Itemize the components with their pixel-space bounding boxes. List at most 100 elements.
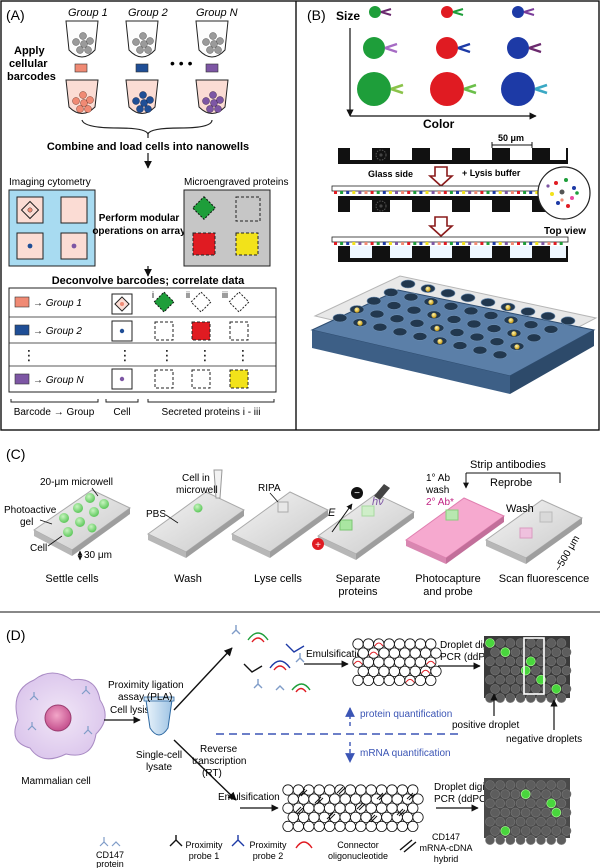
step-wash: Wash	[174, 573, 202, 585]
negative-droplet	[541, 684, 551, 694]
microwell	[460, 293, 476, 303]
deconvolve-text: Deconvolve barcodes; correlate data	[52, 275, 245, 287]
negative-droplet	[520, 647, 531, 657]
microwell	[526, 333, 542, 343]
down-arrow-1	[427, 166, 455, 188]
microwell	[483, 311, 499, 320]
emuls-bottom-label: Emulsification	[218, 792, 280, 803]
ddpcr-bot-line1: Droplet digital	[434, 782, 495, 793]
droplet	[378, 647, 390, 659]
barcode-stripe	[407, 191, 411, 194]
negative-droplet	[546, 780, 557, 790]
droplet	[303, 820, 315, 833]
droplet	[386, 784, 398, 796]
row-1-label: → Group 1	[33, 298, 82, 309]
droplet	[412, 811, 424, 823]
hybrid-marker	[370, 815, 378, 823]
bead	[425, 286, 431, 292]
barcode-stripe	[407, 242, 411, 245]
panel-c: (C) 20-μm microwell Photoactive gel Cell…	[4, 446, 589, 598]
pla-complexes	[231, 625, 311, 693]
down-arrow-2	[427, 216, 455, 238]
barcode-stripe	[486, 191, 490, 194]
droplet	[292, 820, 304, 833]
droplet-marker	[374, 642, 384, 647]
mrna-quant-label: mRNA quantification	[360, 748, 451, 759]
rt-line1: Reverse	[200, 744, 238, 755]
barcode-stripe	[346, 191, 350, 194]
droplet	[414, 638, 426, 650]
negative-droplet	[510, 665, 521, 676]
ellipsis-dots: • • •	[170, 55, 193, 71]
negative-droplet	[515, 656, 526, 667]
barcode-stripe	[462, 242, 466, 245]
barcode-stripe	[419, 191, 423, 194]
barcode-stripe	[535, 242, 539, 245]
negative-droplet	[531, 789, 541, 799]
barcode-stripe	[443, 242, 447, 245]
droplet	[323, 784, 336, 796]
droplet	[425, 674, 437, 687]
negative-droplet	[495, 656, 506, 667]
glass-slide-2	[331, 236, 569, 262]
barcode-stripe	[486, 242, 490, 245]
barcode-stripe	[340, 242, 344, 245]
color-axis-label: Color	[423, 117, 455, 131]
negative-droplet	[556, 638, 567, 648]
hybrid-marker	[314, 796, 322, 804]
negative-droplet	[546, 638, 557, 648]
droplet	[362, 656, 374, 668]
droplet	[388, 665, 400, 677]
hybrid-marker	[300, 789, 308, 797]
droplet	[349, 793, 362, 805]
bead	[434, 325, 440, 331]
hybrid-marker	[338, 787, 346, 795]
hybrid-marker	[316, 797, 324, 805]
droplet	[404, 674, 416, 687]
hybrid-marker	[296, 807, 304, 815]
negative-droplet	[541, 647, 551, 657]
vdots-1: ⋮	[22, 347, 36, 363]
negative-droplet	[556, 835, 567, 845]
droplet	[297, 793, 310, 805]
ripa-label: RIPA	[258, 483, 281, 494]
negative-droplet	[505, 816, 516, 827]
roman-i: i	[152, 290, 154, 300]
negative-droplet	[541, 665, 551, 676]
hybrid-marker	[336, 786, 344, 794]
tube-labeled-2	[125, 79, 159, 114]
microwell	[472, 345, 488, 355]
negative-droplet	[515, 798, 526, 809]
size-axis-label: Size	[336, 9, 360, 23]
pla-line1: Proximity ligation	[108, 680, 184, 691]
legend-5-line2: mRNA-cDNA	[420, 843, 473, 853]
barcode-stripe	[346, 242, 350, 245]
negative-droplet	[495, 693, 506, 703]
microwell	[372, 322, 388, 332]
legend-3-line2: probe 2	[253, 851, 284, 861]
negative-droplet	[505, 798, 516, 809]
barcode-stripe	[456, 191, 459, 194]
barcode-stripe	[431, 242, 435, 245]
tube-labeled-1	[65, 79, 99, 114]
microwell	[480, 298, 496, 307]
negative-droplet	[505, 656, 516, 667]
microwell	[540, 311, 556, 321]
positive-droplet	[500, 826, 511, 836]
barcode-stripe	[395, 242, 398, 245]
droplet	[393, 638, 406, 650]
hybrid-marker	[408, 793, 416, 801]
panel-d: (D) Mammalian cell Cell lysis Single-cel…	[6, 625, 582, 868]
legend-1-line1: CD147	[96, 850, 124, 860]
droplet-marker	[369, 651, 379, 656]
panel-ab-border	[0, 0, 600, 431]
droplet	[367, 665, 380, 677]
barcode-stripe	[431, 191, 435, 194]
negative-droplet	[485, 835, 495, 845]
droplet	[419, 665, 432, 677]
barcode-stripe	[517, 191, 520, 194]
negative-droplet	[525, 835, 536, 845]
negative-droplet	[485, 674, 495, 685]
negative-droplet	[556, 656, 567, 667]
droplet	[360, 793, 372, 805]
